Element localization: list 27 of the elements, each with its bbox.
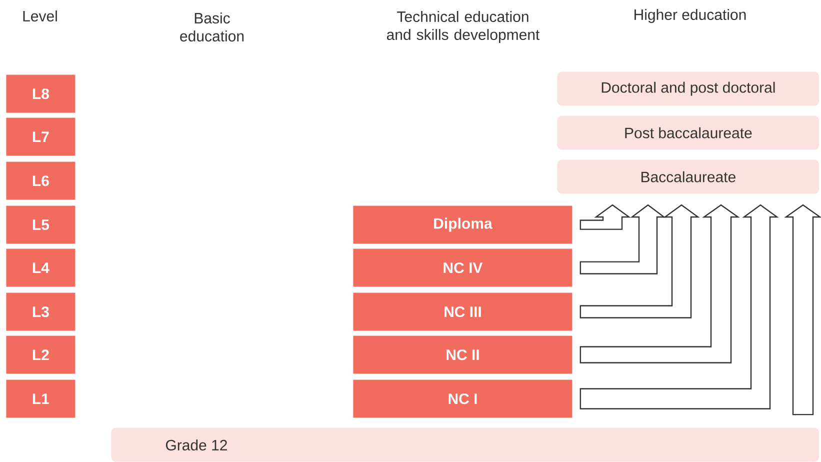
degree-box: Baccalaureate	[557, 160, 820, 194]
level-box: L3	[6, 292, 76, 331]
level-box: L4	[6, 248, 76, 287]
level-box: L1	[6, 380, 76, 418]
grade-band: Grade 12	[111, 428, 820, 462]
level-box: L8	[6, 74, 76, 113]
block-arrow	[580, 204, 700, 318]
degree-box: Doctoral and post doctoral	[557, 72, 820, 106]
column-heading: Level	[23, 10, 57, 22]
level-box: L7	[6, 118, 76, 156]
degree-box: Post baccalaureate	[557, 116, 820, 150]
qualification-box: NC I	[353, 380, 572, 418]
qualification-box: Diploma	[353, 206, 572, 244]
block-arrow	[580, 204, 631, 230]
qualification-box: NC IV	[353, 248, 572, 287]
column-heading: Higher education	[634, 9, 746, 23]
level-box: L5	[6, 206, 76, 244]
block-arrow	[580, 204, 666, 274]
column-heading: Technical education and skills development	[386, 11, 540, 43]
block-arrow	[580, 204, 740, 364]
qualification-box: NC II	[353, 336, 572, 374]
qualification-box: NC III	[353, 292, 572, 331]
block-arrow	[784, 204, 821, 416]
level-box: L2	[6, 336, 76, 374]
column-heading: Basic education	[180, 12, 244, 42]
block-arrow	[580, 204, 779, 410]
level-box: L6	[6, 162, 76, 200]
